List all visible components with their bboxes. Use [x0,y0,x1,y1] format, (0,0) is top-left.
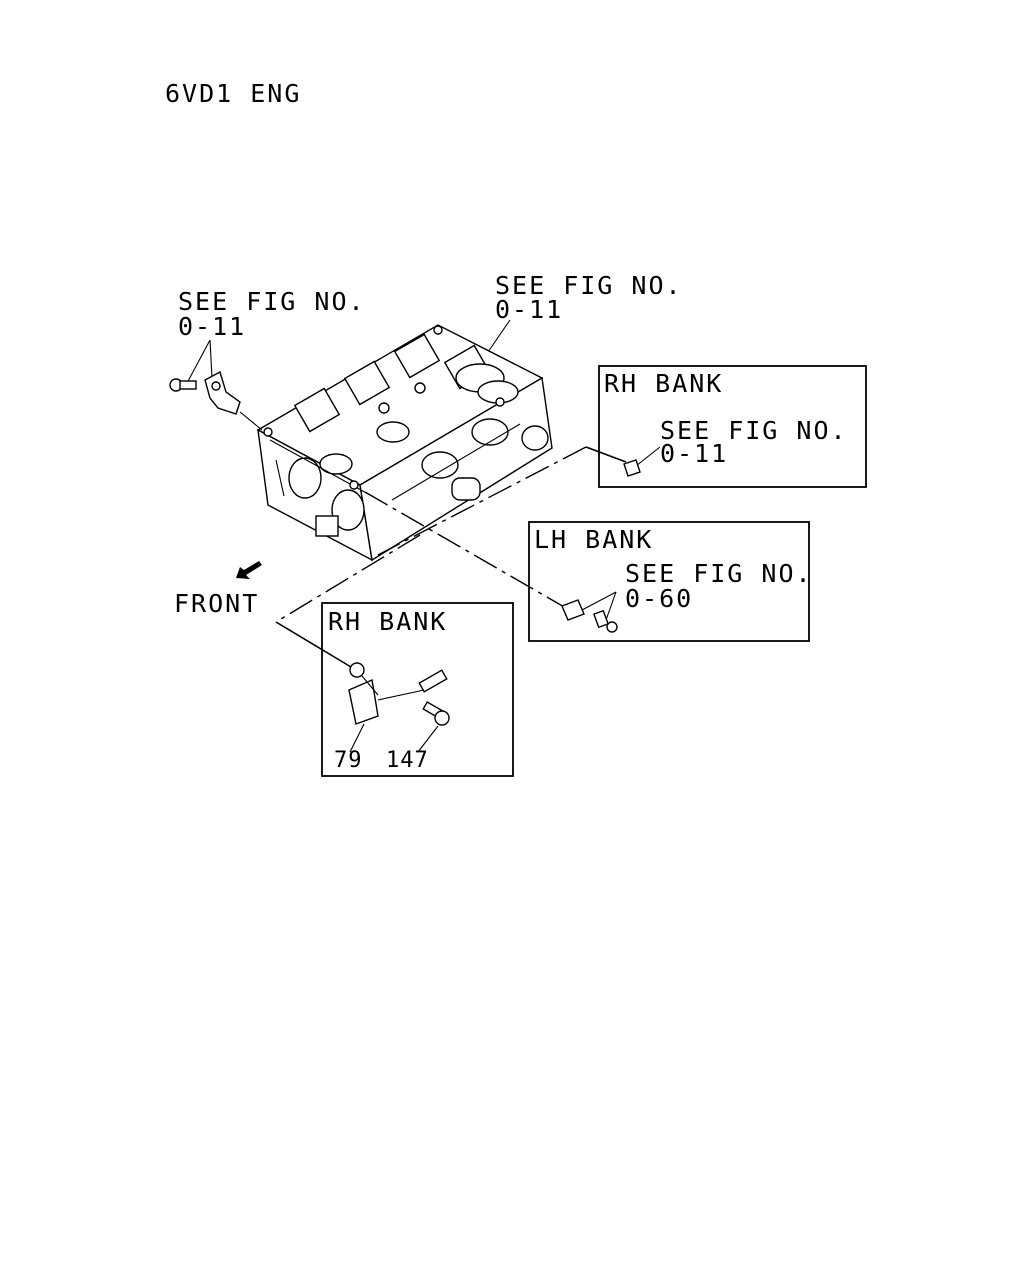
engine-title: 6VD1 ENG [165,79,301,108]
rh-bank-lower-title: RH BANK [328,607,447,636]
bracket-assembly [169,370,263,431]
callout-top-right-line2: 0-11 [495,295,563,324]
callout-top-left-line1: SEE FIG NO. [178,287,366,316]
part-number-147: 147 [386,748,429,773]
rh-bank-upper-line1: SEE FIG NO. [660,416,848,445]
callout-top-right: SEE FIG NO. 0-11 [487,271,683,353]
lh-bank-line2: 0-60 [625,584,693,613]
arrow-down-left-icon [236,561,262,579]
lh-bank-line1: SEE FIG NO. [625,559,813,588]
bolt-part [422,701,450,726]
rh-bank-upper-line2: 0-11 [660,439,728,468]
part-number-79: 79 [334,748,363,773]
rh-bank-upper-title: RH BANK [604,369,723,398]
callout-top-left: SEE FIG NO. 0-11 [178,287,366,386]
cylinder-head-drawing [256,324,553,562]
lh-bank-box: LH BANK SEE FIG NO. 0-60 [528,521,813,642]
knock-sensor-part [348,662,448,725]
rh-bank-upper-box: RH BANK SEE FIG NO. 0-11 [598,365,867,488]
lh-bank-title: LH BANK [534,525,653,554]
callout-top-right-line1: SEE FIG NO. [495,271,683,300]
rh-bank-lower-box: RH BANK 79 147 [321,602,514,777]
front-label: FRONT [174,589,259,618]
callout-top-left-line2: 0-11 [178,312,246,341]
front-indicator: FRONT [174,561,262,618]
